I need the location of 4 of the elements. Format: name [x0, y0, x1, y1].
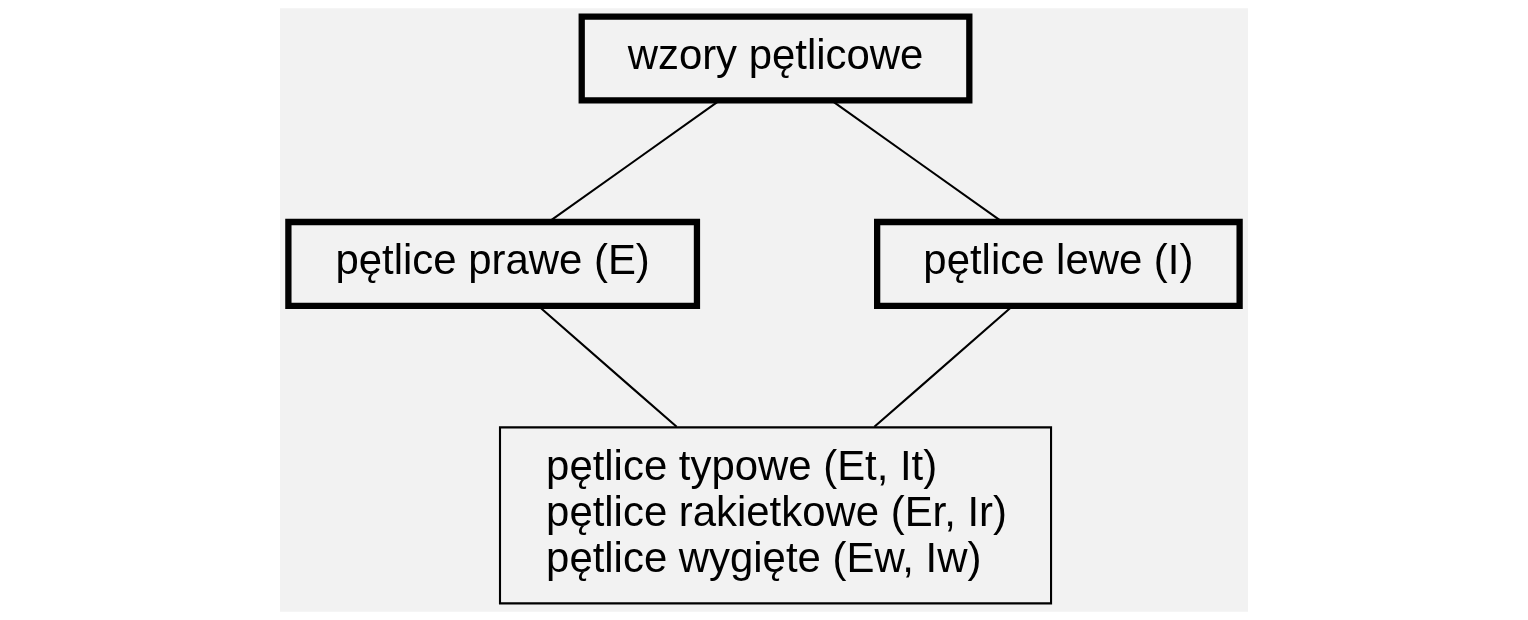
node-box: pętlice lewe (I)	[874, 218, 1243, 309]
node-box: wzory pętlicowe	[578, 13, 973, 104]
node-box: pętlice typowe (Et, It) pętlice rakietkowe (Er, Ir) pętlice wygięte (Ew, Iw)	[498, 426, 1053, 605]
node-box: pętlice prawe (E)	[285, 218, 701, 309]
